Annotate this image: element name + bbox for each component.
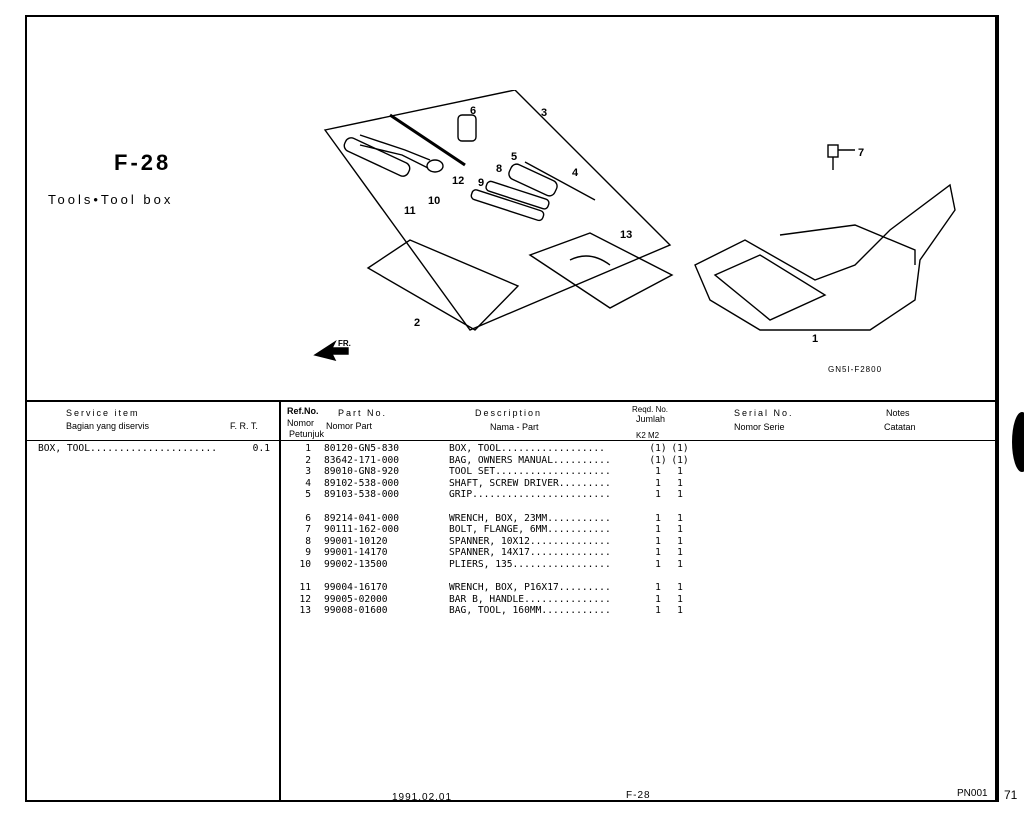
callout-3: 3: [541, 107, 547, 119]
header-service-item-id: Bagian yang diservis: [66, 421, 150, 431]
callout-10: 10: [428, 195, 440, 207]
header-serial-no: Serial No.: [734, 408, 794, 418]
tool-set-panel-outline: [323, 90, 672, 331]
exploded-diagram: 11 10 12 6 3 5 8 9 4 13 2 7 1 FR.: [313, 90, 956, 362]
header-reqd-no: Reqd. No.: [632, 405, 669, 414]
callout-5: 5: [511, 151, 517, 163]
page-code: F-28: [114, 150, 172, 175]
table-header-rule: [279, 440, 996, 441]
callout-8: 8: [496, 163, 502, 175]
callout-9: 9: [478, 177, 484, 189]
header-description-id: Nama - Part: [490, 422, 539, 432]
header-ref-no-id-1: Nomor: [287, 418, 315, 428]
callout-6: 6: [470, 105, 476, 117]
section-divider: [25, 400, 997, 402]
callout-13: 13: [620, 229, 632, 241]
service-header-rule: [25, 440, 279, 441]
callout-11: 11: [404, 205, 416, 217]
page-subtitle: Tools•Tool box: [48, 192, 174, 207]
footer-page-code: F-28: [626, 790, 651, 801]
callout-2: 2: [414, 317, 420, 329]
pliers-shape: [359, 134, 431, 169]
service-item-name: BOX, TOOL......................: [38, 443, 218, 454]
footer-date: 1991.02.01: [392, 792, 453, 803]
header-part-no: Part No.: [338, 408, 388, 418]
service-item-frt: 0.1: [252, 443, 270, 454]
header-part-no-id: Nomor Part: [326, 421, 373, 431]
fr-arrow-label: FR.: [338, 339, 351, 348]
header-frt: F. R. T.: [230, 421, 258, 431]
callout-7: 7: [858, 147, 864, 159]
header-jumlah: Jumlah: [636, 414, 666, 424]
header-notes-id: Catatan: [884, 422, 916, 432]
page-frame-edge: [995, 15, 999, 802]
header-serial-no-id: Nomor Serie: [734, 422, 785, 432]
callout-12: 12: [452, 175, 464, 187]
callout-1: 1: [812, 333, 818, 345]
header-ref-no: Ref.No.: [287, 406, 319, 416]
box-wrench-shape: [343, 137, 411, 177]
header-qty-models: K2 M2: [636, 431, 660, 440]
column-divider: [279, 401, 281, 802]
header-ref-no-id-2: Petunjuk: [289, 429, 325, 439]
header-service-item: Service item: [66, 408, 140, 418]
header-description: Description: [475, 408, 543, 418]
header-notes: Notes: [886, 408, 910, 418]
binding-mark: [1012, 412, 1024, 472]
footer-sheet-number: 71: [1004, 788, 1018, 802]
callout-4: 4: [572, 167, 579, 179]
tool-box-shape: [694, 183, 956, 331]
diagram-code: GN5I-F2800: [828, 365, 883, 374]
footer-pn: PN001: [957, 788, 988, 799]
service-item-row: BOX, TOOL...................... 0.1: [38, 443, 270, 454]
